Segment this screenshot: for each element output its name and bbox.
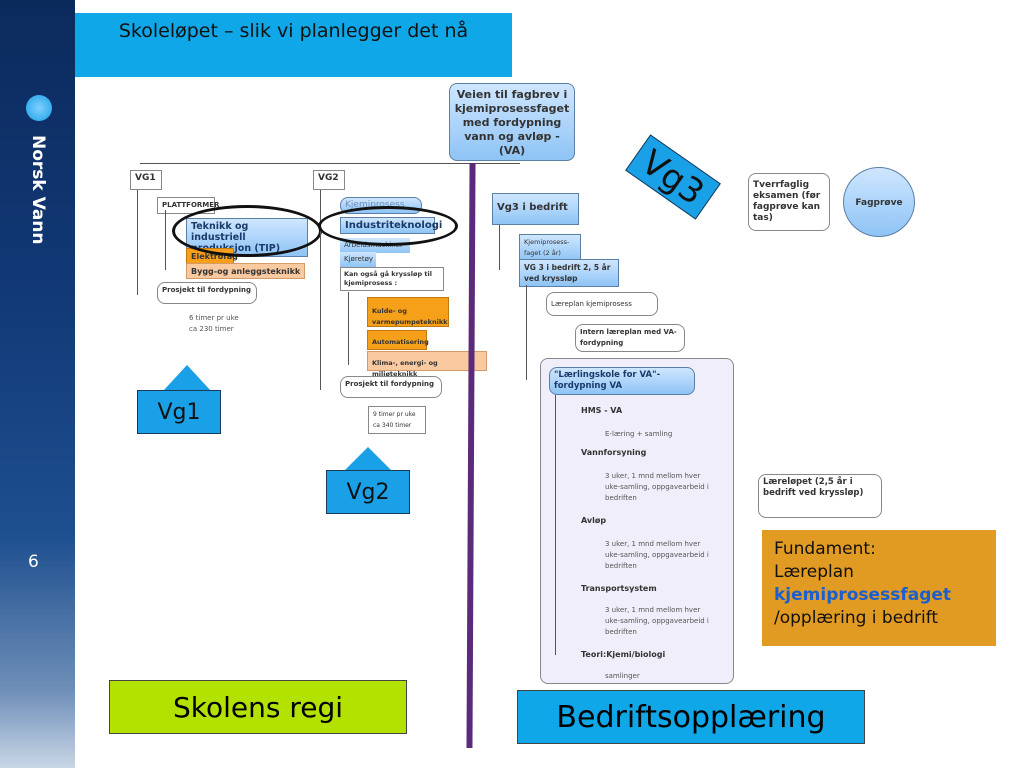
vg2-kryss-automatisering: Automatisering xyxy=(367,330,429,350)
vg3-læreplan: Læreplan kjemiprosess xyxy=(546,292,658,316)
module-avløp-detail: 3 uker, 1 mnd mellom hver uke-samling, o… xyxy=(605,540,709,570)
page-number: 6 xyxy=(28,552,39,572)
vg2-item-kjoretoy: Kjøretøy xyxy=(340,252,376,267)
module-vannforsyning-detail: 3 uker, 1 mnd mellom hver uke-samling, o… xyxy=(605,472,709,502)
module-avløp: Avløp xyxy=(581,516,607,525)
vg2-kryss-klima: Klima-, energi- og miljøteknikk xyxy=(367,351,487,378)
slide-title: Skoleløpet – slik vi planlegger det nå xyxy=(75,13,512,77)
vg1-item-bygg: Bygg-og anleggsteknikk xyxy=(186,263,306,279)
module-teori-detail: samlinger xyxy=(605,672,640,680)
vg1-prosjekt: Prosjekt til fordypning xyxy=(157,282,257,304)
fundament-line1: Fundament: xyxy=(774,539,876,559)
fagprøve-node: Fagprøve xyxy=(843,167,915,237)
fundament-line3: kjemiprosessfaget xyxy=(774,585,952,605)
vg2-prosjekt: Prosjekt til fordypning xyxy=(340,376,442,398)
module-hms-detail: E-læring + samling xyxy=(605,430,673,438)
vg2-arrow: Vg2 xyxy=(326,470,410,514)
tverrfaglig-eksamen: Tverrfaglig eksamen (før fagprøve kan ta… xyxy=(748,173,830,231)
vg3-item-kryssløp: VG 3 i bedrift 2, 5 år ved kryssløp xyxy=(519,259,619,287)
vg2-kryss-kulde: Kulde- og varmepumpeteknikk xyxy=(367,297,449,327)
vg1-arrow: Vg1 xyxy=(137,390,221,434)
lærlingskole-node: "Lærlingskole for VA"- fordypning VA xyxy=(549,367,695,395)
fundament-line4: /opplæring i bedrift xyxy=(774,608,939,628)
vg1-hours: 6 timer pr uke ca 230 timer xyxy=(189,314,239,333)
fundament-line2: Læreplan xyxy=(774,562,854,582)
root-node: Veien til fagbrev i kjemiprosessfaget me… xyxy=(449,83,575,161)
module-vannforsyning: Vannforsyning xyxy=(581,448,647,457)
vg2-hours: 9 timer pr uke ca 340 timer xyxy=(368,406,426,434)
vg2-node: VG2 xyxy=(313,170,345,190)
fundament-box: Fundament: Læreplan kjemiprosessfaget /o… xyxy=(762,530,996,646)
module-teori: Teori:Kjemi/biologi xyxy=(581,650,666,659)
vg3-intern-læreplan: Intern læreplan med VA-fordypning xyxy=(575,324,685,352)
vg3-node: Vg3 i bedrift xyxy=(492,193,579,225)
highlight-ellipse xyxy=(172,205,322,257)
up-arrow-icon xyxy=(163,365,211,391)
highlight-ellipse xyxy=(318,206,458,246)
vg1-node: VG1 xyxy=(130,170,162,190)
module-transportsystem-detail: 3 uker, 1 mnd mellom hver uke-samling, o… xyxy=(605,606,709,636)
lærlingskole-panel: "Lærlingskole for VA"- fordypning VA HMS… xyxy=(540,358,734,684)
module-hms: HMS - VA xyxy=(581,406,623,415)
skolens-regi-label: Skolens regi xyxy=(109,680,407,734)
norsk-vann-logo: Norsk Vann xyxy=(14,95,64,265)
module-transportsystem: Transportsystem xyxy=(581,584,657,593)
vg3-arrow: Vg3 xyxy=(625,134,721,220)
up-arrow-icon xyxy=(344,447,392,471)
læreløpet-node: Læreløpet (2,5 år i bedrift ved kryssløp… xyxy=(758,474,882,518)
sidebar xyxy=(0,0,75,768)
vg2-kryssløp: Kan også gå kryssløp til kjemiprosess : xyxy=(340,267,444,291)
vg3-item-kjemiprosessfaget: Kjemiprosess-faget (2 år) xyxy=(519,234,581,262)
bedriftsopplæring-label: Bedriftsopplæring xyxy=(517,690,865,744)
divider-line xyxy=(466,162,476,749)
